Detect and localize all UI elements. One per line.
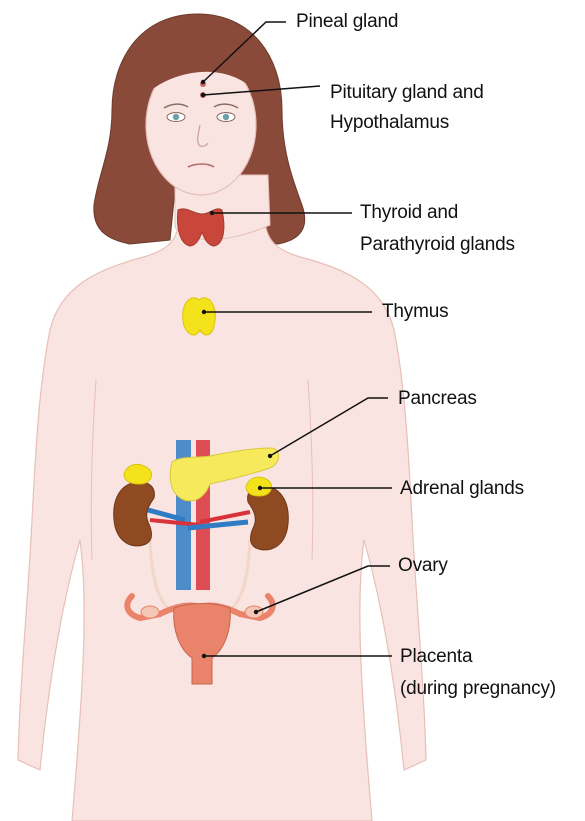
label-thyroid-line2: Parathyroid glands — [360, 232, 515, 257]
label-placenta-line1: Placenta — [400, 644, 472, 669]
label-ovary: Ovary — [398, 553, 448, 578]
label-pituitary-line2: Hypothalamus — [330, 110, 449, 135]
label-pancreas: Pancreas — [398, 386, 477, 411]
thymus — [183, 298, 216, 335]
label-pituitary-line1: Pituitary gland and — [330, 80, 484, 105]
left-adrenal — [124, 464, 152, 484]
left-ovary — [141, 606, 159, 618]
label-thyroid-line1: Thyroid and — [360, 200, 458, 225]
label-placenta-line2: (during pregnancy) — [400, 676, 556, 701]
label-thymus: Thymus — [382, 299, 448, 324]
label-pineal-gland: Pineal gland — [296, 9, 398, 34]
label-adrenal-glands: Adrenal glands — [400, 476, 524, 501]
